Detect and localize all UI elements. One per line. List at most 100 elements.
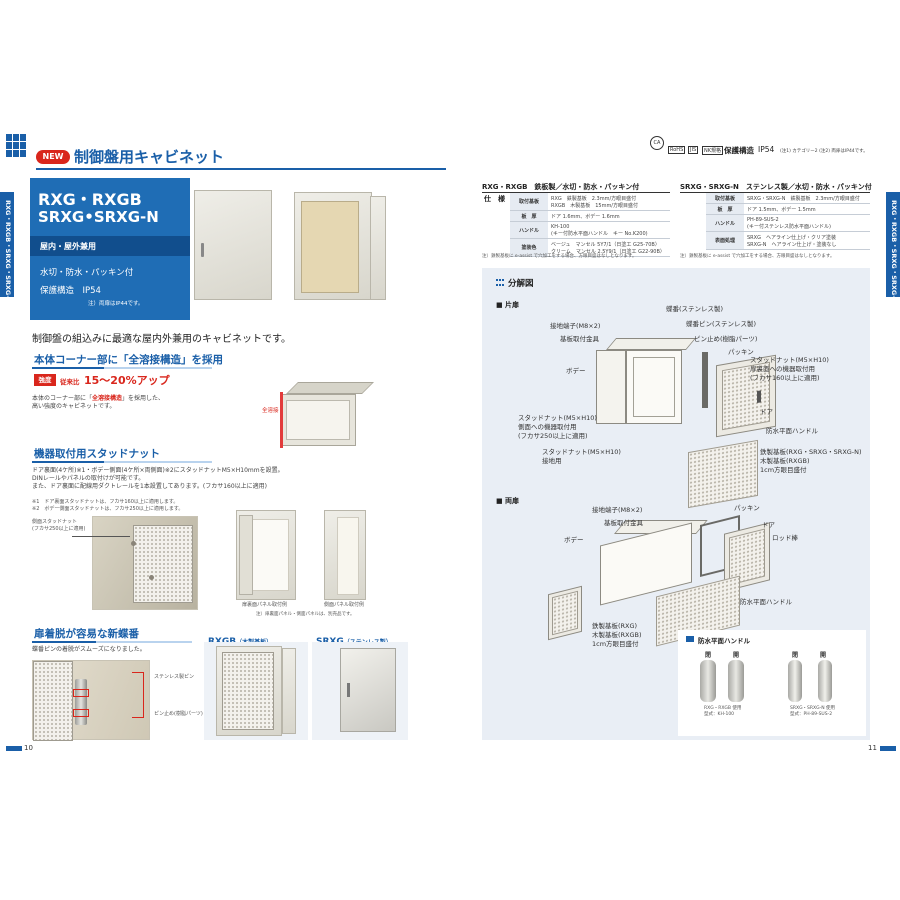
hinge-photo — [32, 660, 150, 741]
spec-srxg-rule — [680, 192, 870, 193]
table-row: 板 厚ドア 1.6mm、ボデー 1.6mm — [510, 210, 670, 222]
callout-body: ボデー — [566, 367, 586, 375]
product-feature: 水切・防水・パッキン付 — [40, 268, 134, 278]
handle-kh100-open — [728, 660, 744, 702]
product-note: 注）両扉はIP44です。 — [88, 301, 144, 307]
weld-label: 全溶接 — [262, 408, 279, 414]
strength-badge: 強度 — [34, 374, 56, 386]
spec-rxg-title: RXG・RXGB 鉄板製／水切・防水・パッキン付 — [482, 183, 640, 191]
section-stud-rule — [32, 461, 212, 463]
single-body-shape — [596, 338, 697, 426]
caption-note: 注）扉裏面パネル・側面パネルは、別売品です。 — [256, 612, 355, 617]
protection-value: IP54 — [758, 145, 775, 154]
product-line1: RXG・RXGB — [38, 190, 142, 209]
spec-rxg-label: 仕 様 — [484, 195, 505, 203]
diagram-title-icon — [496, 279, 504, 287]
callout-handle: 防水平面ハンドル — [766, 427, 818, 435]
corner-body: 本体のコーナー部に「全溶接構造」を採用した、 高い強度のキャビネットです。 — [32, 395, 165, 411]
strength-prefix: 従来比 — [60, 378, 80, 386]
callout-double-door: ドア — [762, 521, 775, 529]
variant-rxgb-photo — [216, 646, 282, 736]
product-line2: SRXG•SRXG-N — [38, 208, 159, 226]
handle-ph89-closed — [788, 660, 802, 702]
page-number-left: 10 — [24, 744, 33, 752]
callout-ground: 接地端子(M8×2) — [550, 322, 601, 330]
double-body-shape — [600, 520, 708, 606]
single-door-label: ■ 片扉 — [496, 301, 520, 309]
door-panel-photo — [236, 510, 296, 600]
jis-mark-icon: JIS — [688, 146, 699, 154]
corner-logo — [6, 134, 28, 160]
protection-label: 保護構造 — [724, 146, 754, 155]
callout-hinge-pin: 蝶番ピン(ステンレス製) — [686, 320, 757, 328]
section-hinge-title: 扉着脱が容易な新蝶番 — [34, 628, 139, 640]
diagram-title: 分解図 — [508, 279, 534, 289]
lead-text: 制御盤の組込みに最適な屋内外兼用のキャビネットです。 — [32, 334, 291, 345]
callout-hinge: 蝶番(ステンレス製) — [666, 305, 724, 313]
product-photo-open-door — [370, 196, 386, 300]
protection-notes: (注1) カテゴリー2 (注2) 両扉はIP44です。 — [780, 149, 868, 154]
single-packing-shape — [702, 352, 708, 408]
page-number-right: 11 — [868, 744, 877, 752]
inset-open-1: 開 — [733, 652, 740, 659]
table-row: 塗装色ベージュ マンセル 5Y7/1（日塗工 G25-70B） クリーム マンセ… — [510, 238, 670, 257]
callout-plate-fix: 基板取付金具 — [560, 335, 599, 343]
spec-rxg-rule — [482, 192, 670, 193]
callout-stud-ground: スタッドナット(M5×H10) 接地用 — [542, 448, 621, 466]
side-tab-left — [0, 192, 14, 297]
page-number-right-bar — [880, 746, 896, 751]
corner-weld-illustration — [270, 382, 374, 448]
leader-side-stud — [72, 536, 130, 537]
hinge-red-bracket — [132, 672, 144, 718]
handle-inset-title: 防水平面ハンドル — [698, 637, 750, 645]
hinge-label-stainless: ステンレス製ピン — [154, 674, 195, 680]
callout-double-plate-fix: 基板取付金具 — [604, 519, 643, 527]
double-door-label: ■ 両扉 — [496, 497, 520, 505]
new-badge: NEW — [36, 150, 70, 164]
nk-mark-icon: NK規格 — [702, 146, 724, 155]
callout-double-packing: パッキン — [734, 504, 760, 512]
inset-title-icon — [686, 636, 694, 642]
handle-ph89-open — [818, 660, 832, 702]
inset-closed-2: 閉 — [792, 652, 799, 659]
section-stud-title: 機器取付用スタッドナット — [34, 448, 160, 460]
ca-mark-icon: CA — [650, 136, 664, 150]
callout-pin-stop: ピン止め(樹脂パーツ) — [694, 335, 758, 343]
inset-closed-1: 閉 — [705, 652, 712, 659]
product-tag: 屋内・屋外兼用 — [40, 242, 96, 251]
callout-door: ドア — [760, 408, 773, 416]
callout-side-stud: 側面スタッドナット (フカサ250以上に適用) — [32, 519, 86, 532]
caption-side: 側面パネル取付例 — [324, 602, 365, 608]
caption-door: 扉裏面パネル取付例 — [242, 602, 288, 608]
inset-open-2: 開 — [820, 652, 827, 659]
double-door-left-shape — [548, 585, 582, 641]
callout-plate: 鉄製基板(RXG・SRXG・SRXG-N) 木製基板(RXGB) 1cm方眼目盛… — [760, 448, 862, 475]
product-tag-bar — [30, 236, 190, 256]
rohs-mark-icon: RoHS — [668, 146, 686, 154]
spec-rxg-note: 注）鉄製基板に e-assist で穴加工をする場合、方眼目盛はなしとなります。 — [482, 254, 637, 259]
title-rule — [36, 168, 446, 170]
handle-kh100-closed — [700, 660, 716, 702]
section-corner-rule — [32, 367, 212, 369]
section-corner-title: 本体コーナー部に「全溶接構造」を採用 — [34, 354, 223, 366]
callout-double-handle: 防水平面ハンドル — [740, 598, 792, 606]
callout-double-body: ボデー — [564, 536, 584, 544]
hinge-label-stop: ピン止め(樹脂パーツ) — [154, 711, 203, 717]
side-panel-photo — [324, 510, 366, 600]
product-protection: 保護構造 IP54 — [40, 286, 101, 296]
variant-srxg-photo — [340, 648, 396, 732]
product-photo-closed — [194, 190, 272, 300]
inset-cap1: RXG・RXGB 使用 型式：KH-100 — [704, 706, 742, 718]
stud-body: ドア裏面(4ケ所)※1・ボデー側面(4ケ所×両側面)※2にスタッドナットM5×H… — [32, 467, 284, 491]
callout-double-plate: 鉄製基板(RXG) 木製基板(RXGB) 1cm方眼目盛付 — [592, 622, 642, 649]
spec-srxg-note: 注）鉄製基板に e-assist で穴加工をする場合、方眼目盛はなしとなります。 — [680, 254, 835, 259]
callout-double-rod: ロッド棒 — [772, 534, 798, 542]
side-tab-right-text: RXG・RXGB・SRXG・SRXG-N — [890, 200, 898, 304]
